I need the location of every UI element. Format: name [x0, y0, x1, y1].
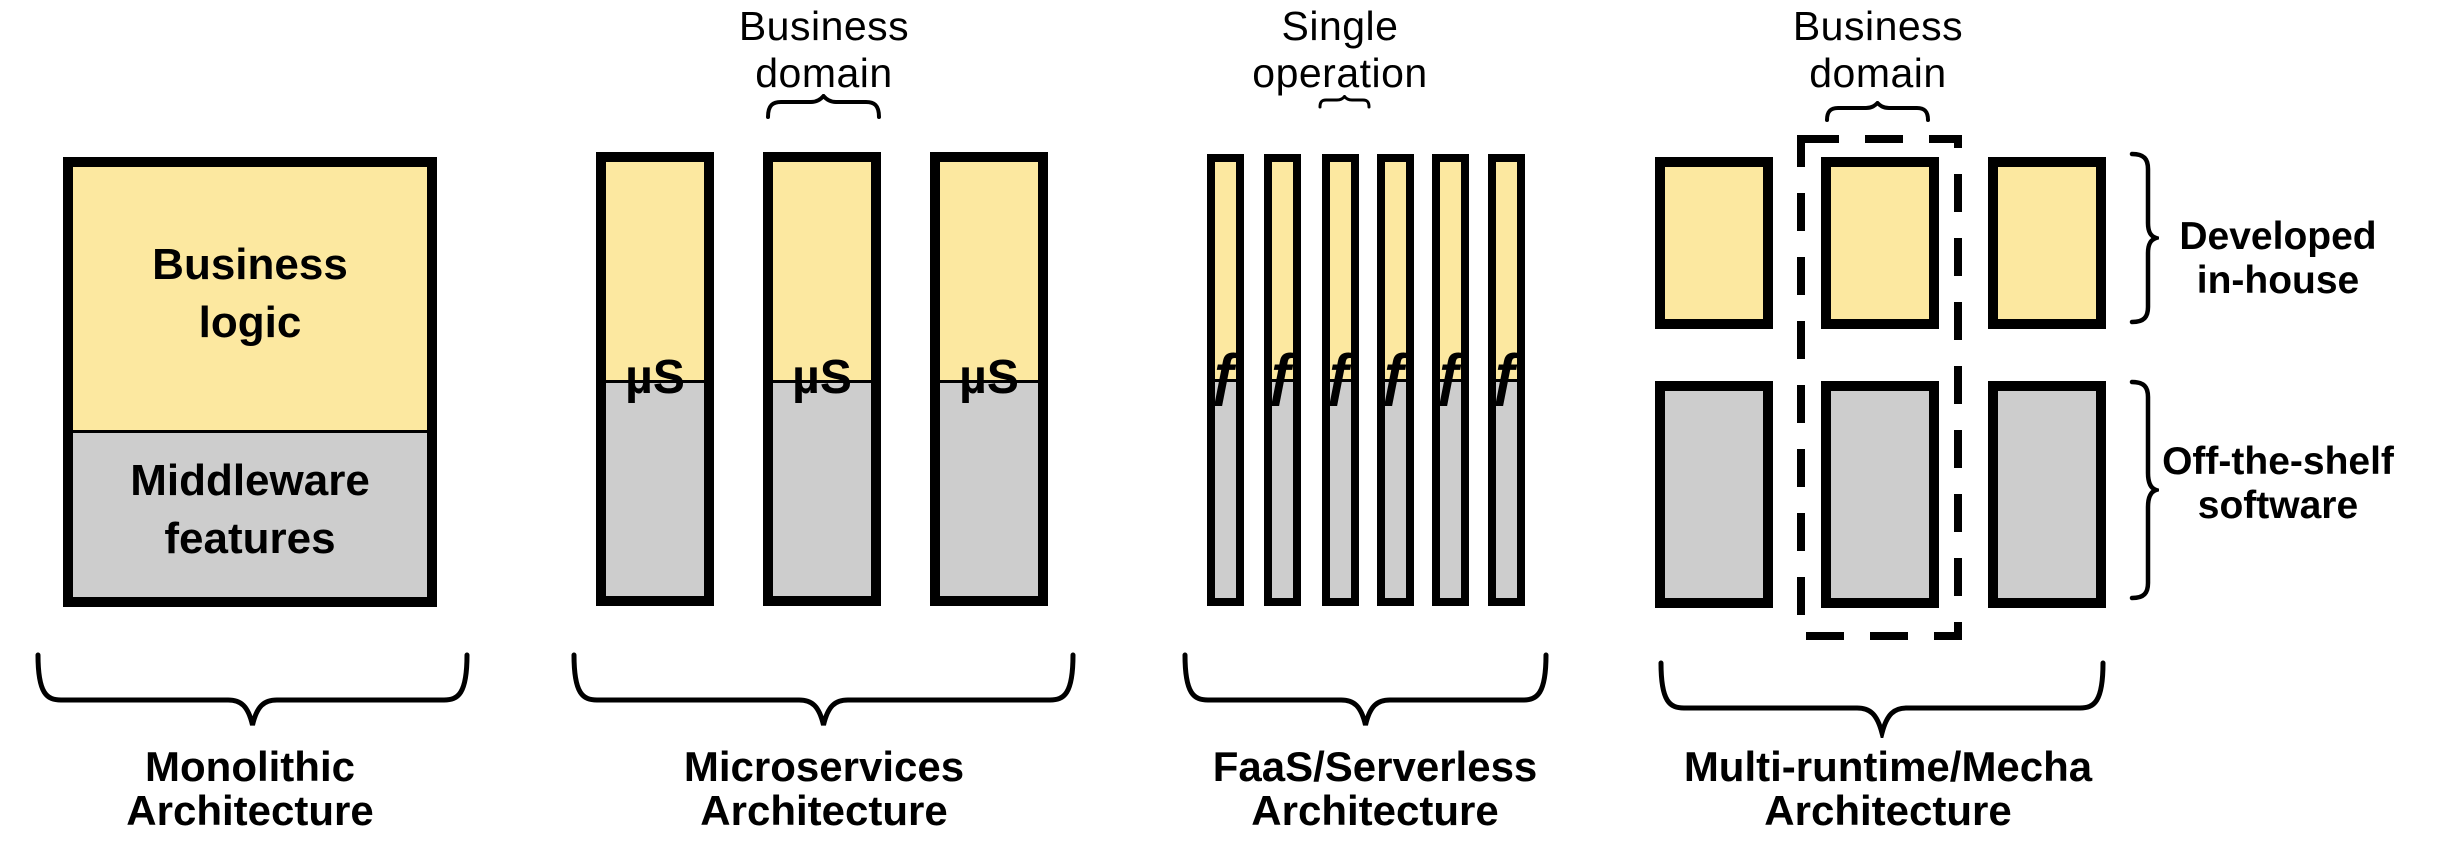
microservice-unit-label: µS — [959, 351, 1019, 404]
faas-function-column — [1432, 154, 1469, 606]
microservice-business-segment — [773, 162, 871, 380]
microservice-middleware-segment — [773, 380, 871, 596]
microservice-business-segment — [606, 162, 704, 380]
middleware-features-label: Middleware features — [130, 456, 370, 563]
faas-middleware-segment — [1385, 379, 1406, 598]
microservice-unit-label: µS — [792, 351, 852, 404]
microservice-column — [596, 152, 714, 606]
faas-caption: FaaS/Serverless Architecture — [1212, 743, 1538, 834]
faas-middleware-segment — [1330, 379, 1351, 598]
faas-business-segment — [1215, 162, 1236, 379]
inhouse-component-box — [1821, 157, 1939, 329]
faas-function-label: ƒ — [1209, 342, 1242, 407]
developed-inhouse-brace — [2129, 151, 2159, 325]
faas-function-label: ƒ — [1490, 342, 1523, 407]
microservices-caption: Microservices Architecture — [683, 743, 965, 834]
offtheshelf-component-box — [1988, 381, 2106, 608]
inhouse-component-box — [1655, 157, 1773, 329]
inhouse-component-box — [1988, 157, 2106, 329]
faas-middleware-segment — [1272, 379, 1293, 598]
faas-function-label: ƒ — [1324, 342, 1357, 407]
faas-single-operation-label: Single operation — [1252, 3, 1428, 96]
microservice-column — [930, 152, 1048, 606]
faas-business-segment — [1330, 162, 1351, 379]
faas-function-label: ƒ — [1379, 342, 1412, 407]
middleware-segment — [73, 430, 427, 597]
microservice-middleware-segment — [606, 380, 704, 596]
business-logic-label: Business logic — [152, 240, 348, 347]
faas-function-column — [1264, 154, 1301, 606]
microservices-business-domain-label: Business domain — [738, 3, 910, 96]
offtheshelf-software-label: Off-the-shelf software — [2162, 440, 2394, 527]
faas-business-segment — [1385, 162, 1406, 379]
faas-middleware-segment — [1215, 379, 1236, 598]
faas-function-column — [1207, 154, 1244, 606]
faas-middleware-segment — [1496, 379, 1517, 598]
offtheshelf-component-box — [1655, 381, 1773, 608]
faas-business-segment — [1272, 162, 1293, 379]
microservices-domain-over-brace — [765, 94, 882, 120]
multiruntime-under-brace — [1658, 660, 2106, 738]
monolithic-caption: Monolithic Architecture — [126, 743, 374, 834]
faas-function-column — [1377, 154, 1414, 606]
faas-operation-over-brace — [1318, 95, 1371, 109]
faas-business-segment — [1496, 162, 1517, 379]
offtheshelf-component-box — [1821, 381, 1939, 608]
faas-function-column — [1488, 154, 1525, 606]
faas-function-label: ƒ — [1266, 342, 1299, 407]
faas-middleware-segment — [1440, 379, 1461, 598]
monolith-box — [63, 157, 437, 607]
microservices-under-brace — [571, 652, 1076, 730]
microservice-unit-label: µS — [625, 351, 685, 404]
business-logic-segment — [73, 167, 427, 430]
microservice-middleware-segment — [940, 380, 1038, 596]
microservice-business-segment — [940, 162, 1038, 380]
multiruntime-domain-over-brace — [1824, 101, 1931, 123]
faas-under-brace — [1182, 652, 1549, 730]
monolithic-under-brace — [35, 652, 470, 730]
faas-function-column — [1322, 154, 1359, 606]
faas-function-label: ƒ — [1434, 342, 1467, 407]
offtheshelf-brace — [2129, 379, 2159, 601]
faas-business-segment — [1440, 162, 1461, 379]
dashed-business-domain-outline — [1797, 135, 1962, 640]
microservice-column — [763, 152, 881, 606]
developed-inhouse-label: Developed in-house — [2179, 215, 2377, 302]
multiruntime-caption: Multi-runtime/Mecha Architecture — [1683, 743, 2093, 834]
multiruntime-business-domain-label: Business domain — [1792, 3, 1964, 96]
